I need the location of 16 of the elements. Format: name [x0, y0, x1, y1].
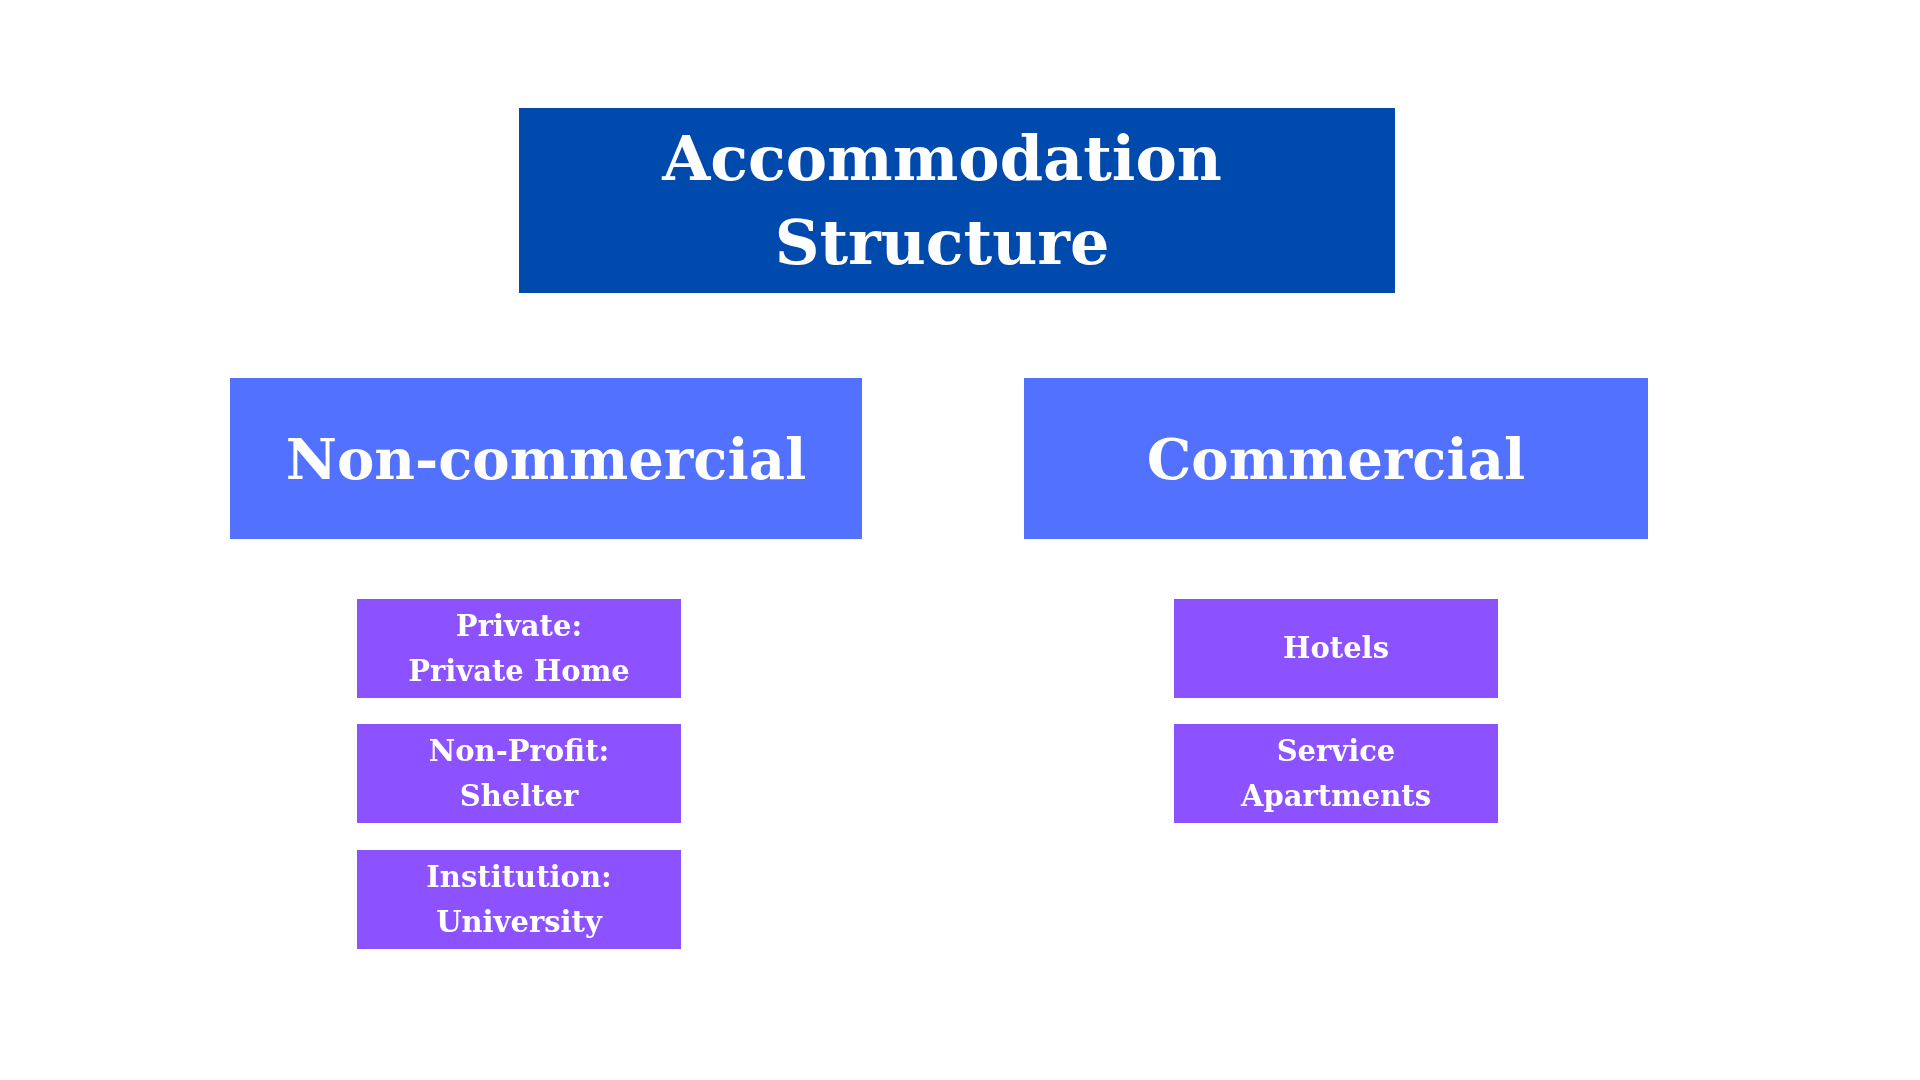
box-label: Private: Private Home	[407, 607, 631, 690]
box-label: Service Apartments	[1239, 732, 1433, 815]
category-box	[230, 378, 862, 539]
type-box	[357, 724, 681, 823]
category-box	[1024, 378, 1648, 539]
box-label: Commercial	[1146, 425, 1526, 492]
type-box	[1174, 599, 1498, 698]
type-box	[1174, 724, 1498, 823]
box-label: Non-Profit: Shelter	[427, 732, 611, 815]
box-label: Accommodation Structure	[660, 120, 1223, 281]
type-box	[357, 850, 681, 949]
box-label: Hotels	[1283, 630, 1389, 668]
box-label: Institution: University	[425, 858, 613, 941]
title-box	[519, 108, 1395, 293]
type-box	[357, 599, 681, 698]
box-label: Non-commercial	[285, 425, 807, 492]
